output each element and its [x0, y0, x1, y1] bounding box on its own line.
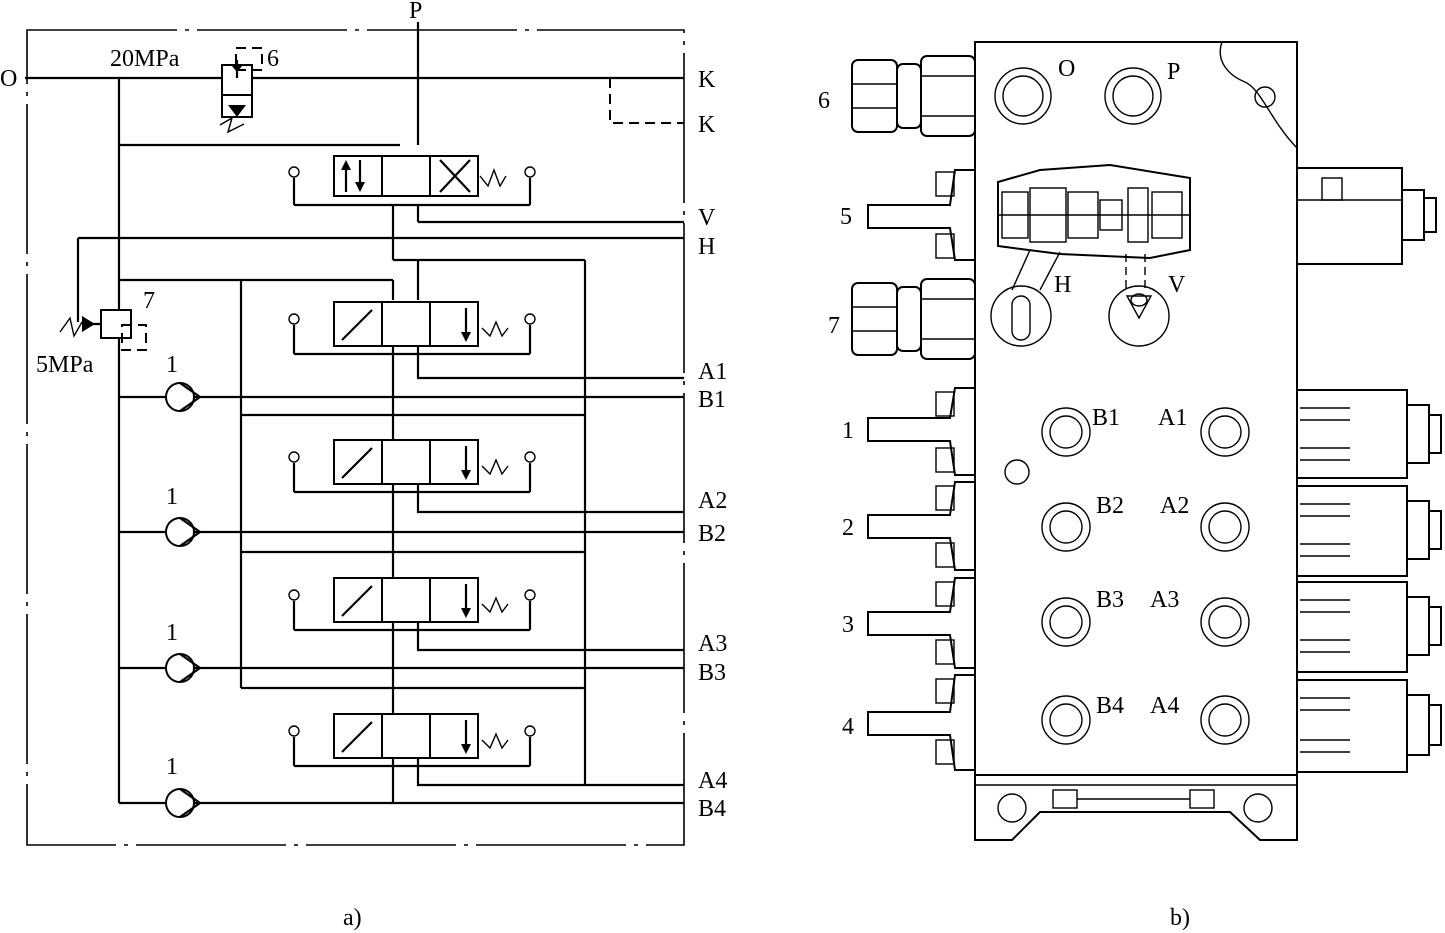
caption-a: a)	[343, 905, 362, 931]
directional-valve-main	[288, 155, 536, 207]
right-endcap-4	[1296, 679, 1442, 773]
label-A4: A4	[1150, 693, 1179, 719]
label-A3: A3	[1150, 587, 1179, 613]
caption-b: b)	[1170, 905, 1190, 931]
fitting-6	[851, 55, 976, 137]
port-label-A3: A3	[698, 631, 727, 657]
number-3: 3	[842, 612, 854, 638]
port-A3	[1200, 597, 1250, 647]
handle-2	[867, 481, 976, 571]
right-endcap-3	[1296, 581, 1442, 673]
check-valve-3	[165, 653, 202, 683]
port-label-P: P	[409, 0, 422, 24]
relief-number-6: 6	[267, 46, 279, 72]
label-V: V	[1168, 272, 1186, 298]
fitting-7	[851, 278, 976, 360]
port-H	[990, 285, 1052, 347]
valve-body	[974, 41, 1298, 776]
label-P: P	[1167, 59, 1180, 85]
relief-number-7: 7	[143, 288, 155, 314]
cutaway-section	[997, 163, 1191, 291]
port-B3	[1041, 597, 1091, 647]
port-label-B4: B4	[698, 796, 726, 822]
label-A2: A2	[1160, 493, 1189, 519]
port-B2	[1041, 502, 1091, 552]
sectional-valve-3	[288, 577, 536, 632]
check-number-1c: 1	[166, 620, 178, 646]
port-label-K2: K	[698, 112, 716, 138]
frame-boundary	[26, 29, 685, 846]
label-B1: B1	[1092, 405, 1120, 431]
label-B3: B3	[1096, 587, 1124, 613]
port-label-A4: A4	[698, 768, 727, 794]
pressure-label-20mpa: 20MPa	[110, 46, 180, 72]
panel-a-circuit-diagram: P O 20MPa 6 7 5MPa 1 1 1 1 K K V H A1 B1…	[0, 0, 727, 931]
port-label-O: O	[0, 66, 17, 92]
label-H: H	[1054, 272, 1071, 298]
port-B1	[1041, 407, 1091, 457]
check-number-1b: 1	[166, 484, 178, 510]
handle-1	[867, 387, 976, 476]
port-label-V: V	[698, 205, 716, 231]
right-endcap-2	[1296, 485, 1442, 577]
number-5: 5	[840, 204, 852, 230]
relief-valve-7	[59, 309, 147, 351]
port-V	[1108, 285, 1170, 347]
port-label-A1: A1	[698, 359, 727, 385]
check-number-1d: 1	[166, 754, 178, 780]
port-label-A2: A2	[698, 488, 727, 514]
mount-hole-right	[1243, 793, 1273, 823]
check-valve-1	[165, 382, 202, 412]
number-2: 2	[842, 515, 854, 541]
label-B2: B2	[1096, 493, 1124, 519]
number-6: 6	[818, 88, 830, 114]
pressure-label-5mpa: 5MPa	[36, 352, 94, 378]
sectional-valve-2	[288, 439, 536, 494]
pilot-K-dashed	[609, 78, 684, 124]
port-B4	[1041, 695, 1091, 745]
number-1: 1	[842, 418, 854, 444]
right-endcap-1	[1296, 389, 1442, 479]
port-label-B3: B3	[698, 660, 726, 686]
port-P	[1104, 67, 1162, 125]
port-A1	[1200, 407, 1250, 457]
port-label-B1: B1	[698, 387, 726, 413]
label-O: O	[1058, 56, 1075, 82]
sectional-valve-4	[288, 713, 536, 768]
port-O	[994, 67, 1052, 125]
right-actuator-top	[1296, 167, 1437, 265]
sectional-valve-1	[288, 301, 536, 356]
right-port-labels: K K V H A1 B1 A2 B2 A3 B3 A4 B4	[698, 67, 727, 822]
port-A4	[1200, 695, 1250, 745]
number-4: 4	[842, 714, 854, 740]
label-A1: A1	[1158, 405, 1187, 431]
check-valve-4	[165, 788, 202, 818]
port-label-H: H	[698, 234, 715, 260]
handle-3	[867, 577, 976, 669]
panel-b-valve-body: O P H V	[818, 41, 1442, 931]
number-7: 7	[828, 313, 840, 339]
base-plate	[974, 774, 1298, 841]
port-label-K1: K	[698, 67, 716, 93]
handle-5	[867, 169, 976, 261]
check-valve-2	[165, 517, 202, 547]
check-number-1a: 1	[166, 352, 178, 378]
port-lines	[119, 346, 684, 805]
label-B4: B4	[1096, 693, 1124, 719]
port-label-B2: B2	[698, 521, 726, 547]
mount-hole-left	[997, 793, 1027, 823]
small-plug	[1004, 459, 1030, 485]
relief-valve-6	[219, 47, 263, 134]
port-A2	[1200, 502, 1250, 552]
handle-4	[867, 674, 976, 771]
